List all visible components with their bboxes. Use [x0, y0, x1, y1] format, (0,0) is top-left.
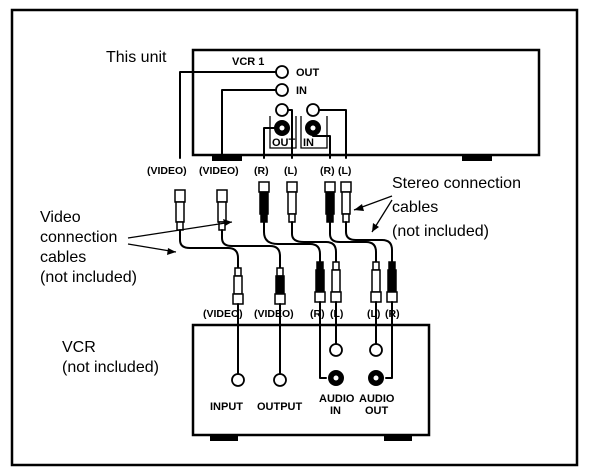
stereo-cables-label-2: cables — [392, 199, 438, 216]
audio-out-l-jack — [275, 103, 289, 117]
video-out-jack — [275, 65, 289, 79]
top-audio-plug-r-2 — [324, 181, 336, 223]
vcr-input-jack — [231, 373, 245, 387]
video-cables-label-3: cables — [40, 249, 86, 266]
top-video-plug-2 — [216, 189, 228, 231]
plug-label-video-1: (VIDEO) — [147, 165, 187, 177]
bottom-audio-plug-l-2 — [370, 261, 382, 303]
this-unit-model-label: VCR 1 — [232, 56, 264, 68]
video-cables-label-1: Video — [40, 209, 81, 226]
vcr-label-line-1: VCR — [62, 339, 96, 356]
vcr-label-line-2: (not included) — [62, 359, 159, 376]
top-plugs — [174, 181, 352, 231]
vcr-output-label: OUTPUT — [257, 401, 303, 413]
video-cables-label-2: connection — [40, 229, 117, 246]
plug-label-video-2: (VIDEO) — [199, 165, 239, 177]
top-audio-plug-l-1 — [286, 181, 298, 223]
vcr-foot-right — [384, 435, 412, 441]
bottom-video-plug-1 — [232, 267, 244, 305]
plug-label-l-2: (L) — [338, 165, 351, 177]
plug-label-r-1: (R) — [254, 165, 269, 177]
vcr-audio-in-label-2: IN — [330, 405, 341, 417]
vcr-audio-in-label-1: AUDIO — [319, 393, 355, 405]
video-cables-label-4: (not included) — [40, 269, 137, 286]
video-in-jack — [275, 83, 289, 97]
video-callout-arrow-1 — [127, 221, 233, 239]
bottom-plug-label-r: (R) — [310, 308, 325, 320]
top-audio-plug-r-1 — [258, 181, 270, 223]
video-cables-callout: Video connection cables (not included) — [40, 209, 233, 286]
this-unit-body — [191, 48, 541, 157]
video-out-label: OUT — [296, 67, 320, 79]
plug-label-r-2: (R) — [320, 165, 335, 177]
stereo-cables-label-1: Stereo connection — [392, 175, 521, 192]
vcr-input-label: INPUT — [210, 401, 243, 413]
bottom-plugs — [232, 261, 398, 305]
unit-to-plug-wires — [179, 71, 347, 159]
bottom-audio-plug-r — [314, 261, 326, 303]
vcr-audio-out-label-1: AUDIO — [359, 393, 395, 405]
bottom-video-plug-2 — [274, 267, 286, 305]
this-unit-foot-right — [462, 155, 492, 161]
stereo-cables-label-3: (not included) — [392, 223, 489, 240]
top-video-plug-1 — [174, 189, 186, 231]
vcr-body — [191, 323, 431, 437]
audio-in-label: IN — [303, 137, 314, 149]
plug-label-l-1: (L) — [284, 165, 297, 177]
cable-runs — [179, 221, 393, 269]
bottom-plug-label-l-2: (L) — [367, 308, 380, 320]
vcr-audio-out-l-jack — [369, 343, 383, 357]
vcr-audio-in-l-jack — [329, 343, 343, 357]
this-unit-label: This unit — [106, 49, 167, 66]
audio-out-label: OUT — [272, 137, 296, 149]
stereo-cables-callout: Stereo connection cables (not included) — [353, 175, 521, 240]
bottom-plug-label-video-2: (VIDEO) — [254, 308, 294, 320]
vcr-audio-out-label-2: OUT — [365, 405, 389, 417]
bottom-audio-plug-l-1 — [330, 261, 342, 303]
diagram-frame — [10, 8, 579, 467]
this-unit-foot-left — [212, 155, 242, 161]
vcr-foot-left — [210, 435, 238, 441]
audio-in-l-jack — [306, 103, 320, 117]
video-in-label: IN — [296, 85, 307, 97]
external-vcr: INPUT OUTPUT AUDIO IN AUDIO OUT — [191, 301, 431, 441]
this-unit: VCR 1 OUT IN OUT IN — [191, 48, 541, 161]
bottom-audio-plug-r-2 — [386, 261, 398, 303]
bottom-plug-label-video-1: (VIDEO) — [203, 308, 243, 320]
top-audio-plug-l-2 — [340, 181, 352, 223]
vcr-output-jack — [273, 373, 287, 387]
